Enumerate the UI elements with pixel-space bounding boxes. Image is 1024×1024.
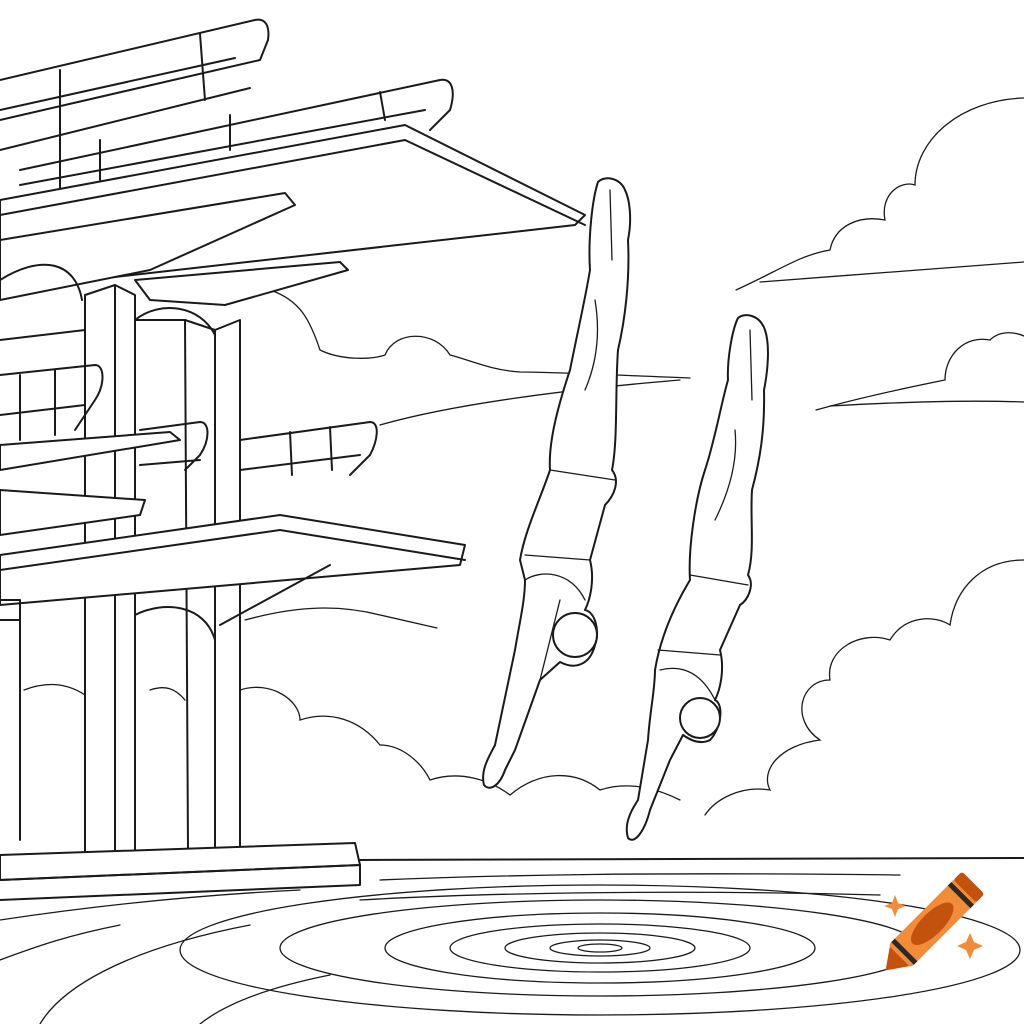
cloud-behind-tower xyxy=(269,289,691,379)
cloud-lower-right xyxy=(704,559,1024,816)
sparkle-icon xyxy=(957,933,983,959)
cloud-lower-left xyxy=(239,686,681,801)
cloud-top-right xyxy=(735,97,1024,291)
sparkle-icon xyxy=(884,895,906,917)
diving-tower xyxy=(0,18,586,901)
diver-left xyxy=(482,177,632,789)
crayon-icon xyxy=(884,872,984,971)
water xyxy=(0,857,1024,1024)
clouds xyxy=(23,97,1024,816)
diver-right xyxy=(625,314,769,841)
cloud-mid-right xyxy=(815,332,1024,411)
